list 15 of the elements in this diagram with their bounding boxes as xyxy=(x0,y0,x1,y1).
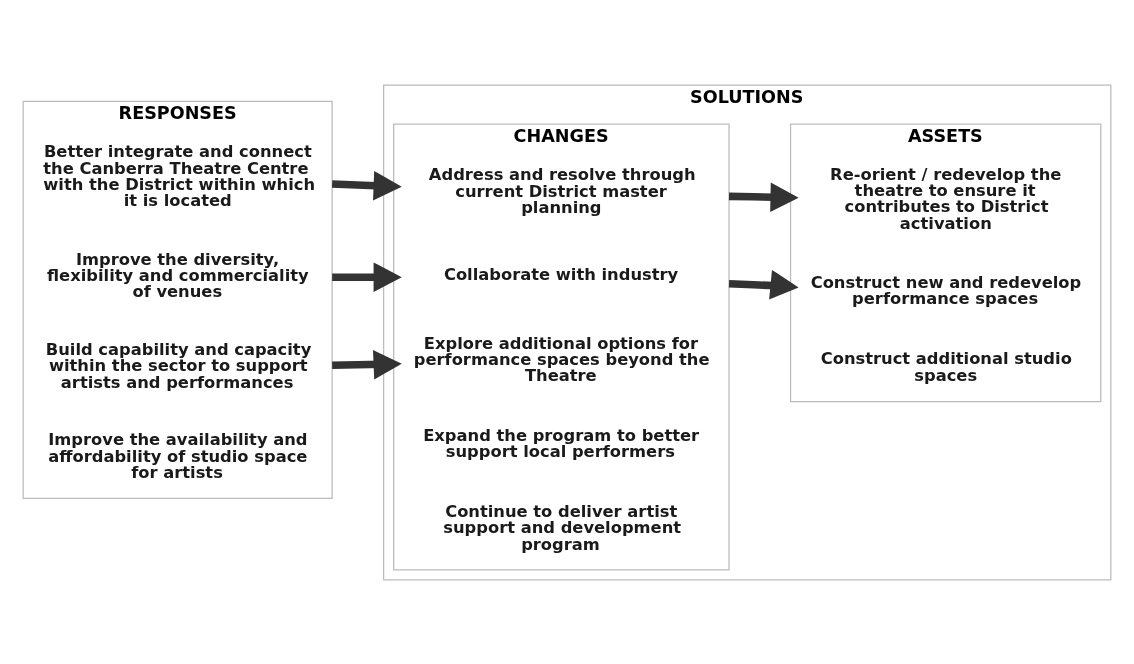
node-text: Explore additional options for performance spaces beyond the Theatre xyxy=(413,333,710,385)
node-text: Collaborate with industry xyxy=(443,264,679,284)
node-text: Better integrate and connect the Canberra Theatre Centre with the District within which it is located xyxy=(43,141,316,210)
node-text: Address and resolve through current District master planning xyxy=(428,164,696,217)
node-text: Re-orient / redevelop the theatre to ensure it contributes to District activation xyxy=(830,164,1062,233)
node-text: Construct additional studio spaces xyxy=(820,348,1072,385)
node-text: Expand the program to better support local performers xyxy=(423,425,700,461)
node-text: Continue to deliver artist support and development program xyxy=(443,501,682,554)
node-text: Improve the availability and affordability of studio space for artists xyxy=(48,429,308,482)
arrow xyxy=(728,181,799,212)
node-text: Build capability and capacity within the sector to support artists and performances xyxy=(45,339,312,392)
node-text: Improve the diversity, flexibility and commerciality of venues xyxy=(47,249,309,301)
arrow xyxy=(728,269,799,299)
node-text: Construct new and redevelop performance spaces xyxy=(810,272,1082,308)
arrow xyxy=(331,170,402,200)
